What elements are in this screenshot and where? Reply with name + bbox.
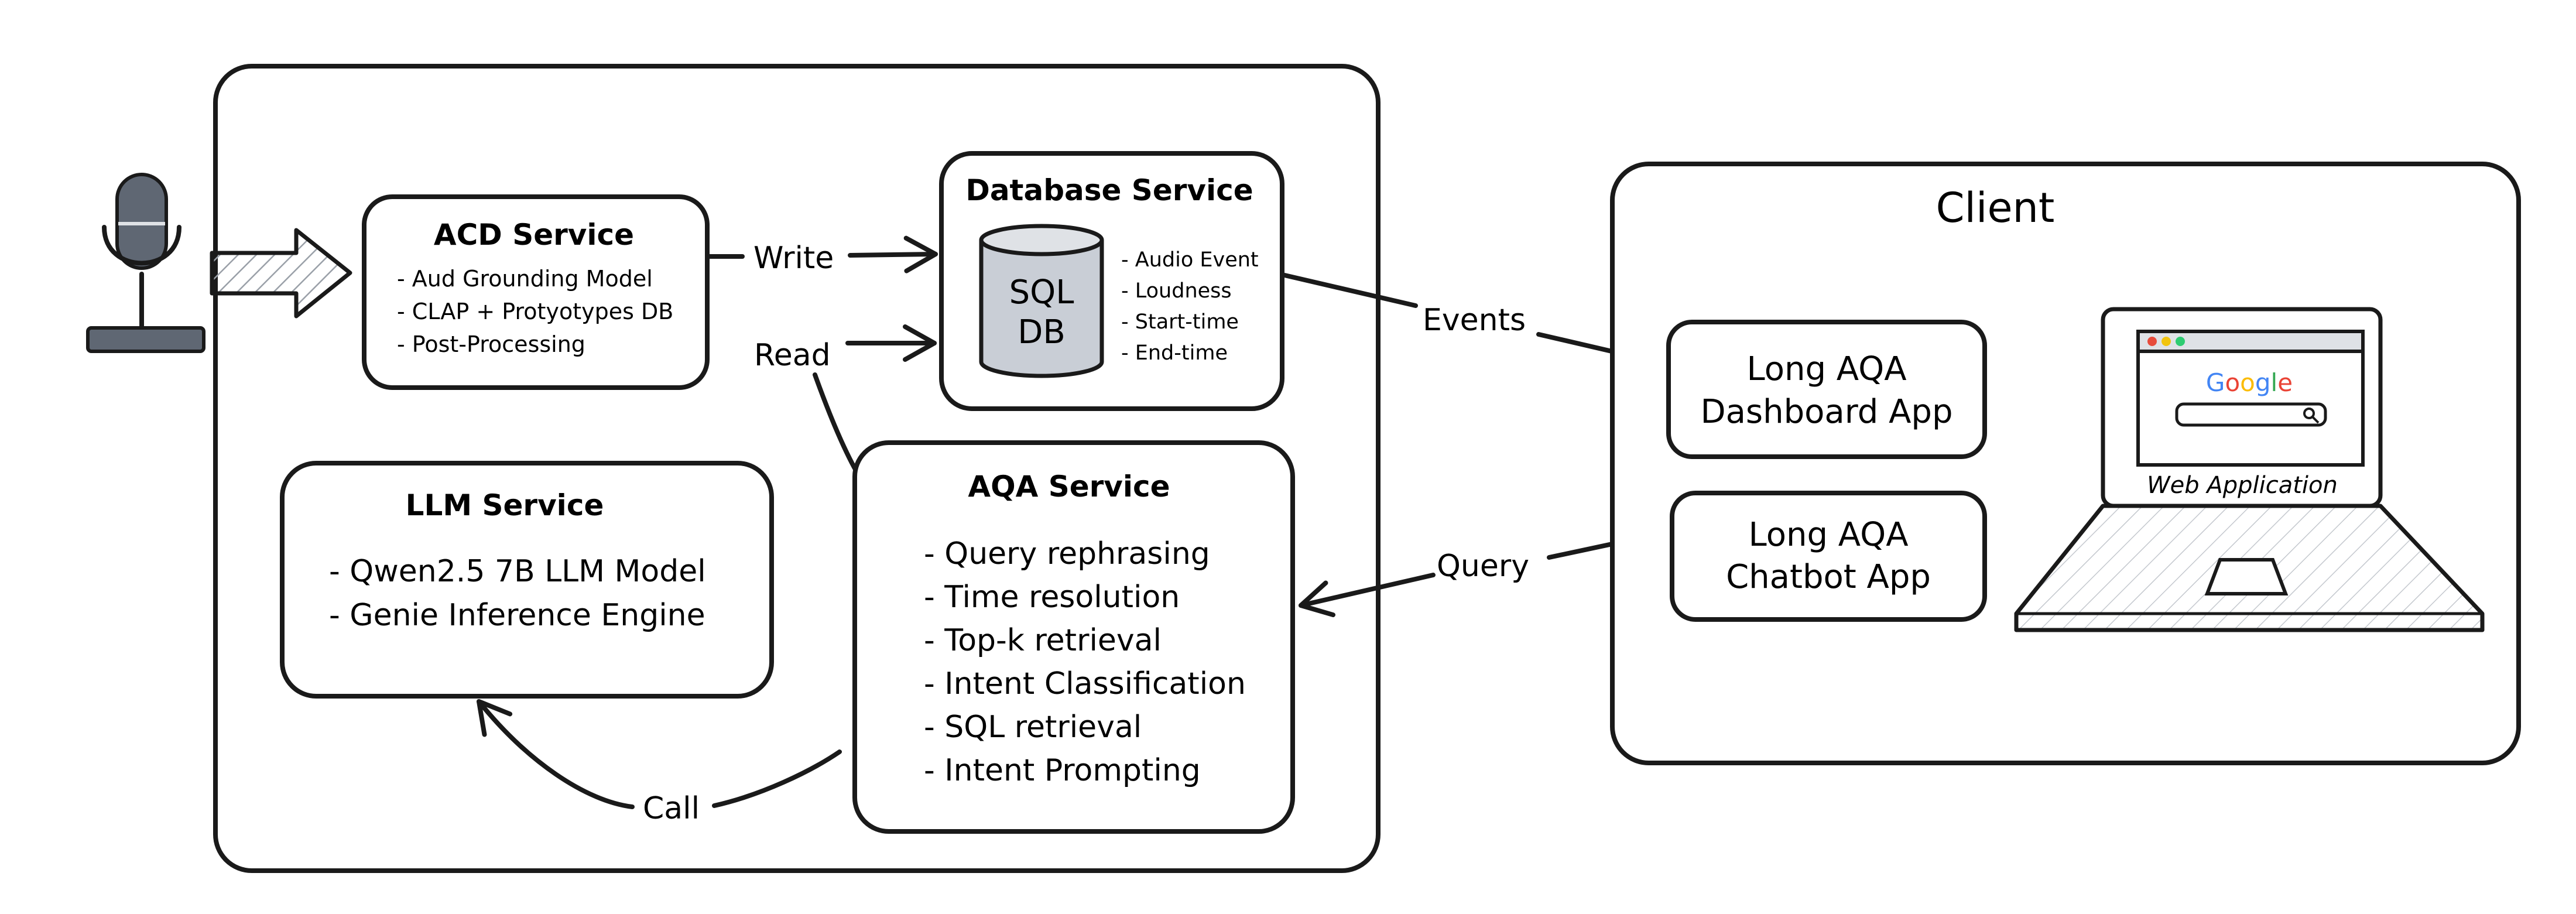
write-label: Write bbox=[753, 241, 834, 276]
sql-db-label: SQL bbox=[1009, 273, 1074, 311]
microphone-icon bbox=[86, 173, 205, 353]
db-field: - Start-time bbox=[1121, 310, 1239, 334]
llm-service-title: LLM Service bbox=[406, 488, 604, 522]
aqa-service-title: AQA Service bbox=[968, 470, 1170, 504]
acd-item: - Post-Processing bbox=[397, 331, 585, 357]
aqa-service-box: AQA Service - Query rephrasing - Time re… bbox=[852, 440, 1295, 834]
dashboard-app-label: Long AQA bbox=[1746, 350, 1906, 388]
call-label: Call bbox=[643, 791, 700, 826]
llm-service-box: LLM Service - Qwen2.5 7B LLM Model - Gen… bbox=[280, 461, 774, 699]
acd-service-title: ACD Service bbox=[434, 218, 634, 252]
laptop-search-bar bbox=[2175, 402, 2327, 427]
query-label: Query bbox=[1437, 549, 1529, 584]
aqa-item: - Intent Classification bbox=[924, 666, 1246, 701]
aqa-item: - Intent Prompting bbox=[924, 753, 1201, 788]
sql-db-label: DB bbox=[1018, 313, 1066, 351]
db-field: - Loudness bbox=[1121, 279, 1232, 303]
chatbot-app-label: Long AQA bbox=[1748, 516, 1908, 554]
search-icon bbox=[2303, 408, 2320, 424]
dashboard-app-box: Long AQA Dashboard App bbox=[1666, 320, 1987, 459]
laptop-icon: Google Web Application bbox=[2014, 307, 2485, 632]
aqa-item: - Query rephrasing bbox=[924, 536, 1210, 571]
db-field: - End-time bbox=[1121, 341, 1228, 365]
laptop-caption: Web Application bbox=[2147, 472, 2338, 499]
sql-db-cylinder-icon bbox=[979, 224, 1104, 378]
aqa-item: - Top-k retrieval bbox=[924, 623, 1162, 658]
db-field: - Audio Event bbox=[1121, 248, 1259, 272]
aqa-item: - SQL retrieval bbox=[924, 710, 1142, 745]
call-edge: Call bbox=[477, 699, 842, 826]
client-title: Client bbox=[1936, 184, 2055, 232]
aqa-item: - Time resolution bbox=[924, 580, 1180, 615]
events-label: Events bbox=[1423, 303, 1526, 338]
llm-item: - Qwen2.5 7B LLM Model bbox=[329, 554, 706, 589]
write-edge: Write bbox=[707, 235, 938, 276]
chatbot-app-box: Long AQA Chatbot App bbox=[1670, 491, 1987, 622]
acd-item: - Aud Grounding Model bbox=[397, 266, 653, 292]
search-logo: Google bbox=[2206, 368, 2293, 397]
input-arrow bbox=[210, 228, 352, 319]
dashboard-app-label: Dashboard App bbox=[1700, 393, 1952, 431]
database-service-box: Database Service SQL DB - Audio Event - … bbox=[939, 151, 1284, 411]
chatbot-app-label: Chatbot App bbox=[1726, 558, 1931, 596]
llm-item: - Genie Inference Engine bbox=[329, 598, 705, 633]
acd-item: - CLAP + Protyotypes DB bbox=[397, 299, 673, 324]
acd-service-box: ACD Service - Aud Grounding Model - CLAP… bbox=[362, 194, 710, 390]
read-label: Read bbox=[754, 338, 831, 373]
read-edge: Read bbox=[754, 324, 937, 471]
client-container bbox=[1610, 162, 2521, 765]
database-service-title: Database Service bbox=[965, 173, 1253, 207]
